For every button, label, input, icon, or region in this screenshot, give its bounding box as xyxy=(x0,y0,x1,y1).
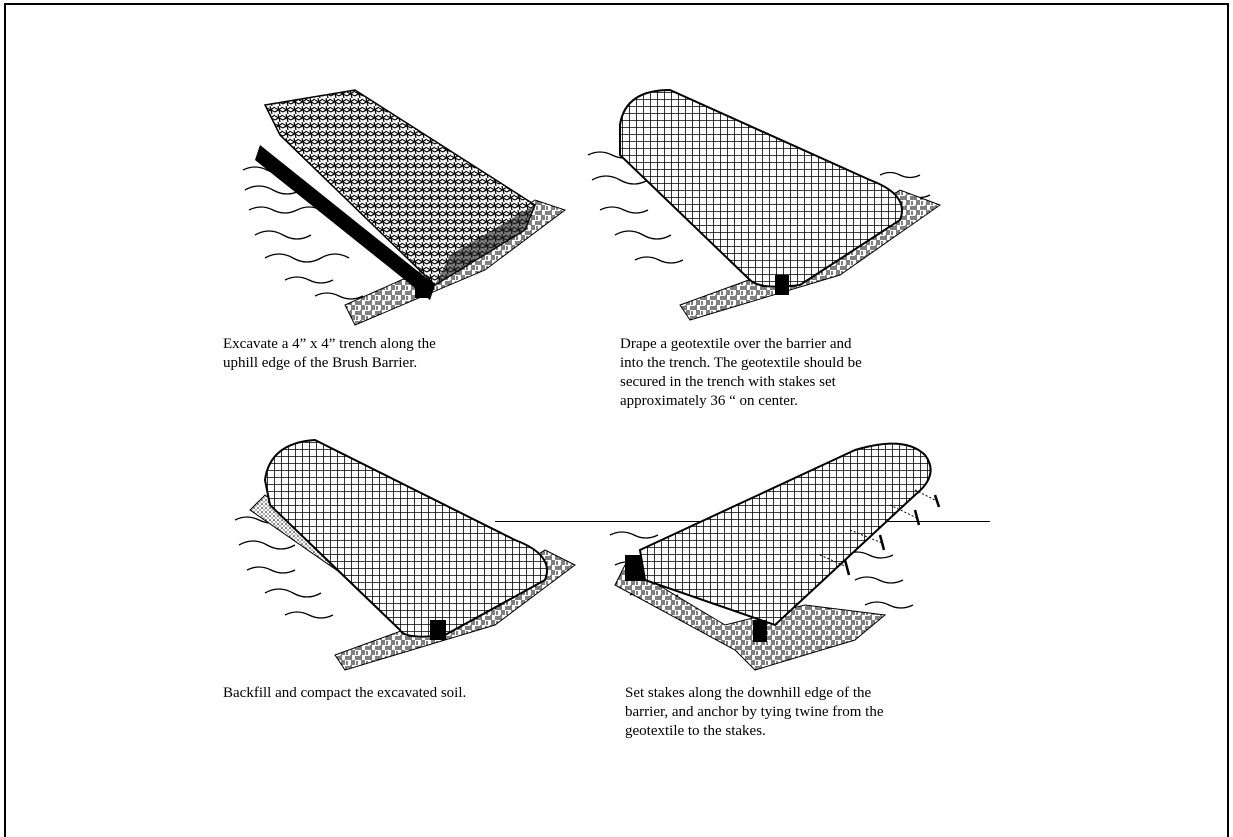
caption-set-stakes: Set stakes along the downhill edge of th… xyxy=(625,684,985,741)
caption-drape: Drape a geotextile over the barrier and … xyxy=(620,335,980,411)
figure-backfill xyxy=(225,435,585,675)
caption-backfill: Backfill and compact the excavated soil. xyxy=(223,684,583,703)
figure-set-stakes xyxy=(605,435,975,675)
figure-excavate-trench xyxy=(235,90,575,330)
figure-drape-geotextile xyxy=(580,85,950,330)
geotextile-cover xyxy=(640,444,931,625)
caption-excavate: Excavate a 4” x 4” trench along the uphi… xyxy=(223,335,563,373)
